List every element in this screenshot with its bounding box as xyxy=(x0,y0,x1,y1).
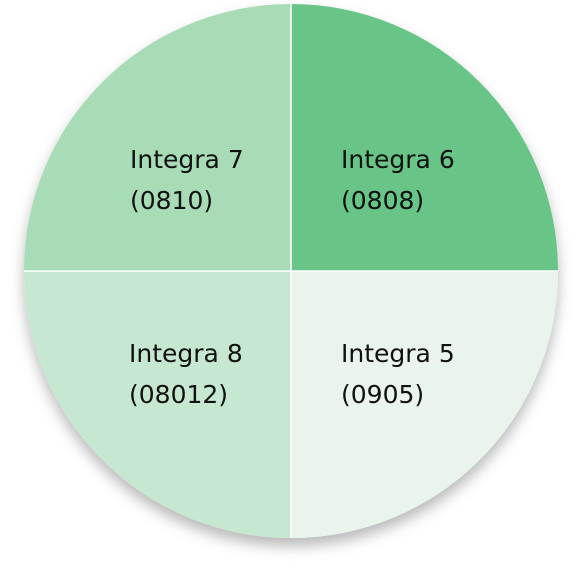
bottom-right-code: (0905) xyxy=(341,380,424,409)
bottom-left-code: (08012) xyxy=(129,380,228,409)
bottom-right-name: Integra 5 xyxy=(341,339,455,368)
bottom-left-name: Integra 8 xyxy=(129,339,243,368)
quadrant-top-left xyxy=(24,4,291,271)
quadrant-top-right xyxy=(291,4,558,271)
top-right-name: Integra 6 xyxy=(341,145,455,174)
top-right-code: (0808) xyxy=(341,186,424,215)
quadrant-bottom-right xyxy=(291,271,558,538)
top-left-name: Integra 7 xyxy=(130,145,244,174)
quadrant-bottom-left xyxy=(24,271,291,538)
top-left-code: (0810) xyxy=(130,186,213,215)
circle-group xyxy=(24,4,558,538)
